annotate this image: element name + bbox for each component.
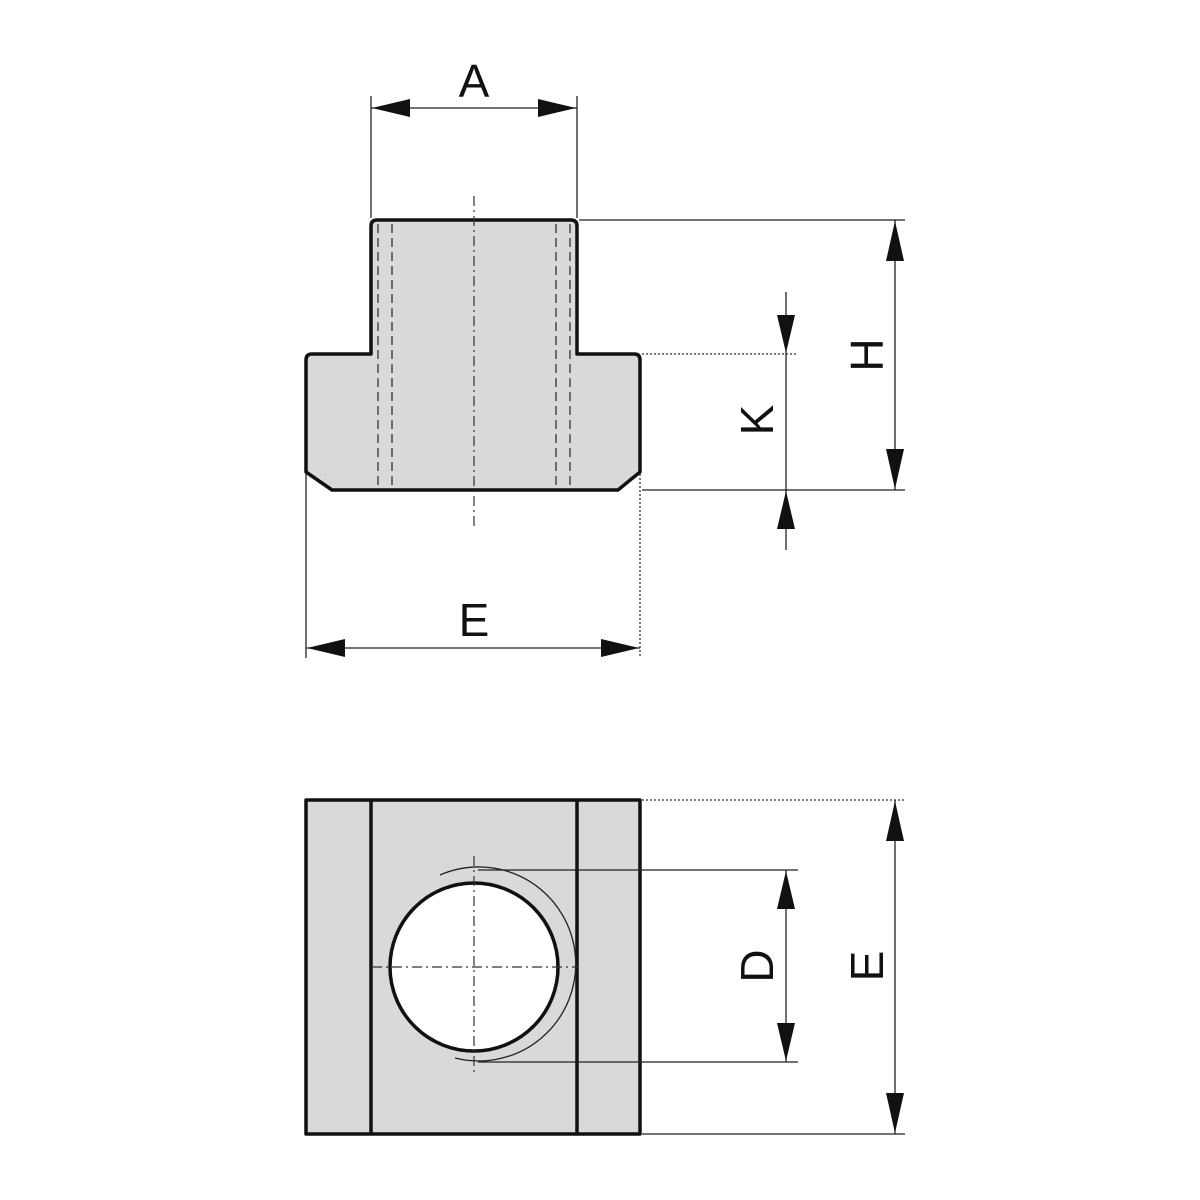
dim-a-arrow-left: [372, 99, 410, 117]
dim-e-top-label: E: [841, 951, 893, 982]
dim-k-label: K: [731, 404, 783, 435]
dim-a-arrow-right: [538, 99, 576, 117]
dim-e-top-arrow-top: [886, 801, 904, 841]
dim-e-top-arrow-bottom: [886, 1093, 904, 1133]
top-view: D E: [304, 798, 905, 1136]
dim-d-arrow-top: [777, 871, 795, 909]
thread-arc: [439, 866, 577, 1062]
dim-d-label: D: [731, 949, 783, 982]
side-view: A H K E: [304, 55, 905, 658]
side-view-body: [304, 218, 642, 492]
dim-d-arrow-bottom: [777, 1023, 795, 1061]
dim-a-label: A: [459, 55, 490, 107]
dim-k-arrow-bottom: [777, 491, 795, 529]
dim-e-side-label: E: [459, 594, 490, 646]
dim-h-arrow-top: [886, 221, 904, 261]
dim-k-arrow-top: [777, 315, 795, 353]
dim-e-side-arrow-left: [307, 639, 345, 657]
dim-e-side-arrow-right: [601, 639, 639, 657]
dim-h-label: H: [841, 338, 893, 371]
dim-h-arrow-bottom: [886, 449, 904, 489]
